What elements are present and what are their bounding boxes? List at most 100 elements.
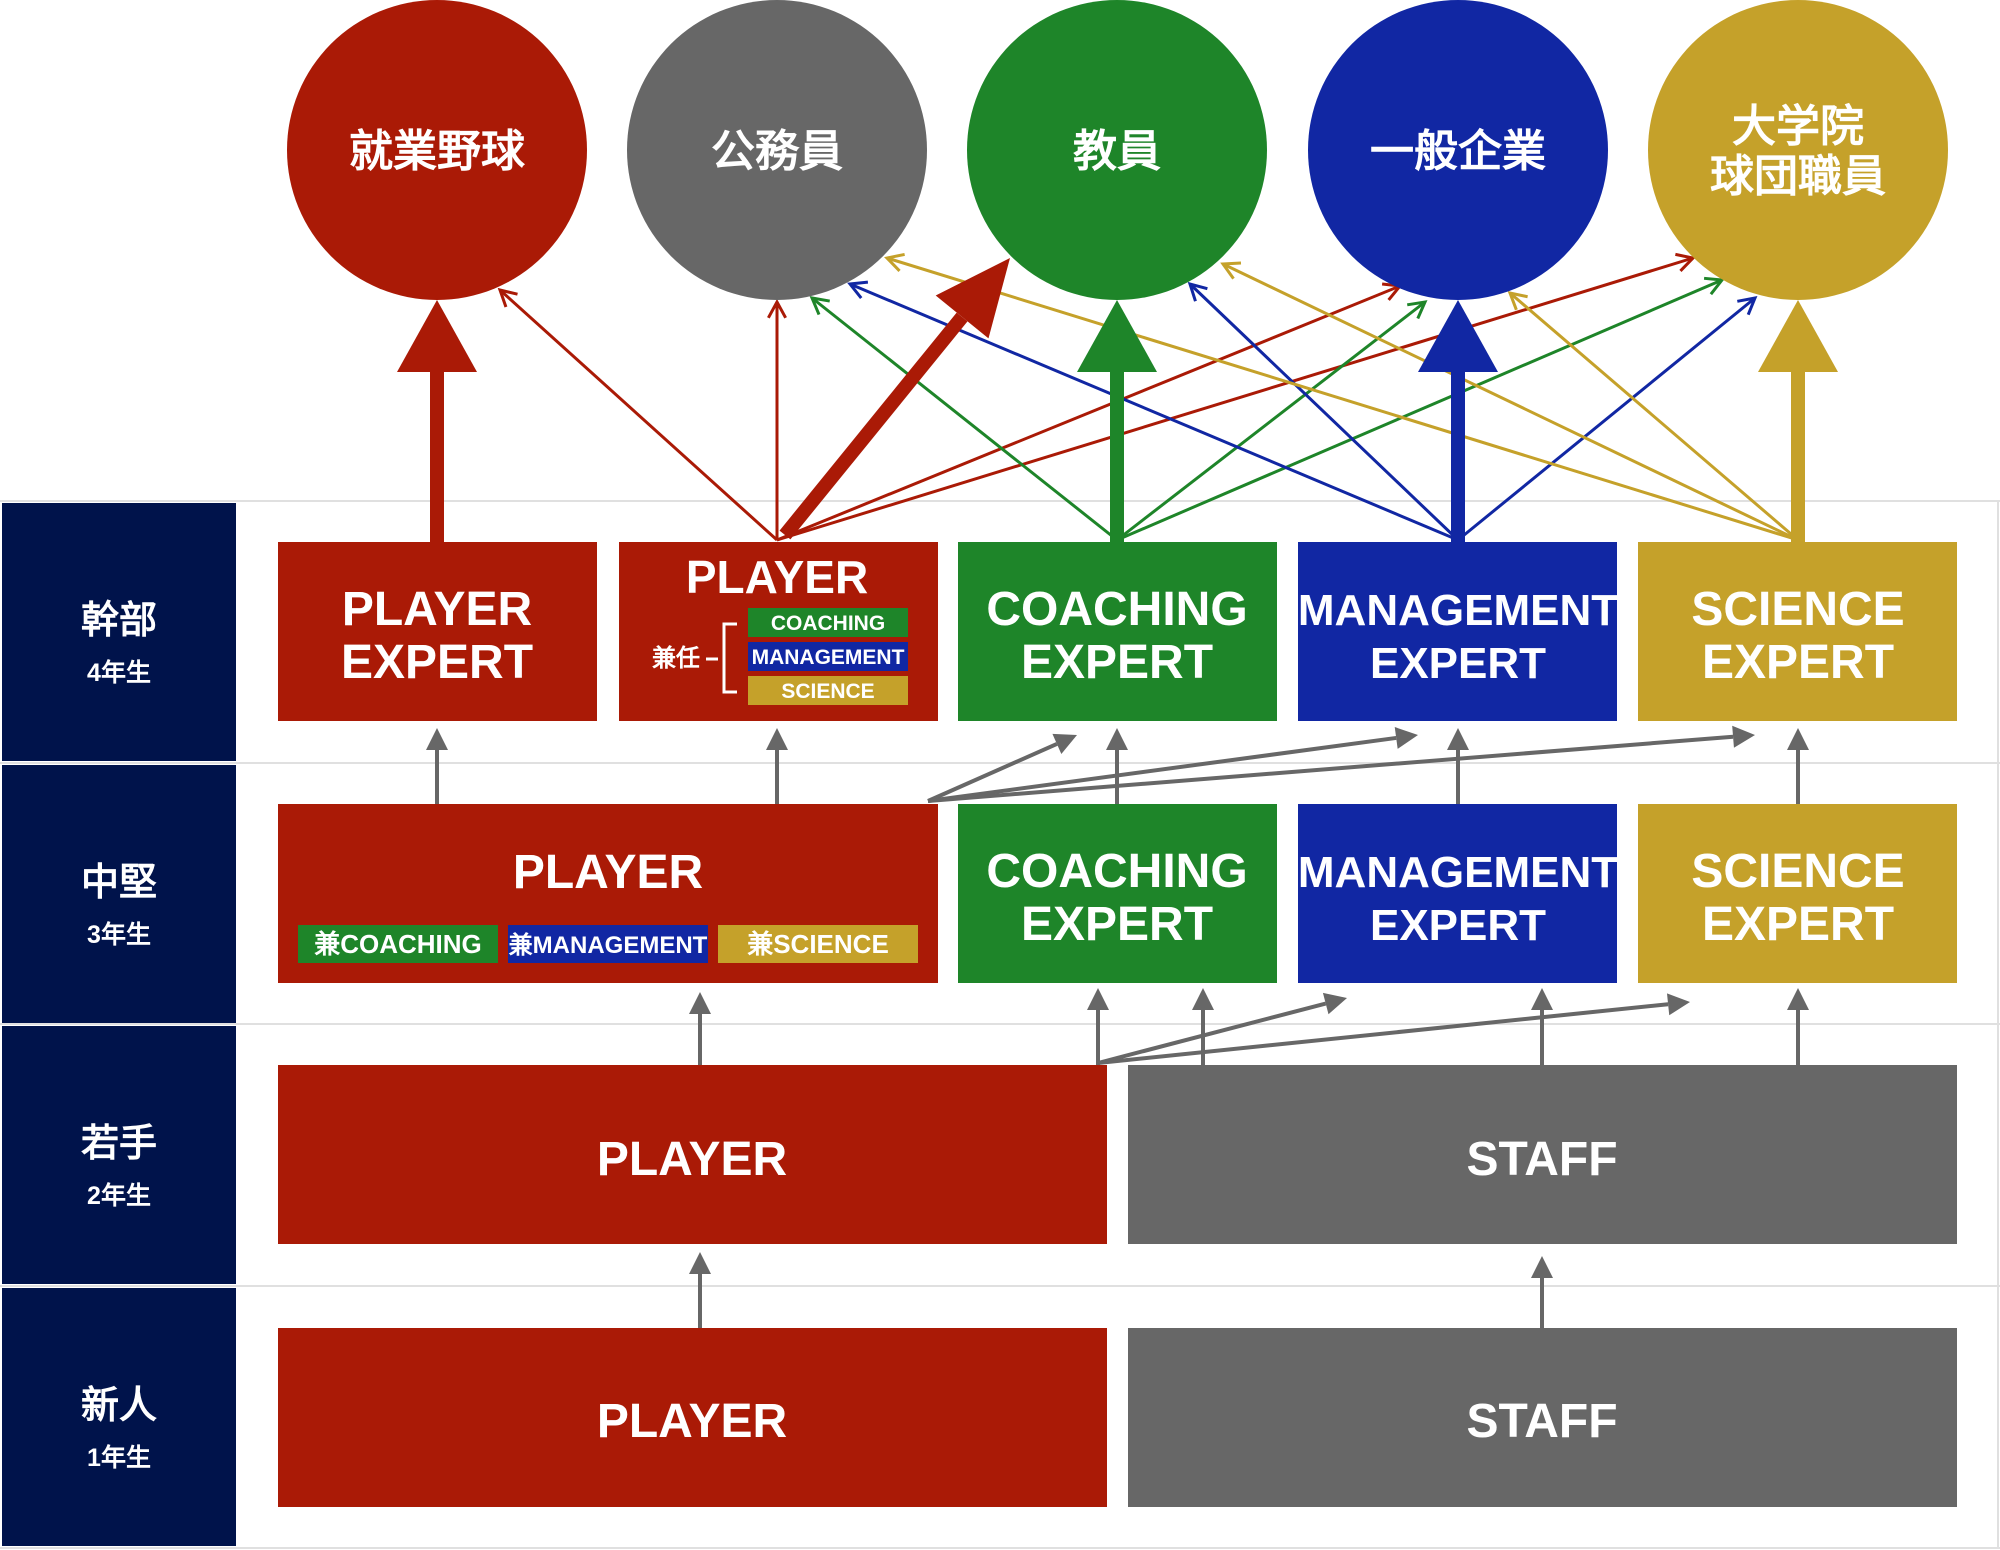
sidebar-row [2,1288,236,1546]
arrowhead-icon [1394,727,1418,749]
coaching-expert-box-3 [958,804,1277,983]
arrowhead-icon [766,728,788,750]
player-expert-box [278,542,597,721]
staff-box-1 [1128,1328,1957,1507]
row-title: 若手 [81,1123,157,1165]
arrowhead-icon [1507,290,1528,311]
arrowhead-icon [497,287,518,308]
arrowhead-icon [397,300,477,372]
career-arrow [886,256,1799,542]
arrowhead-icon [847,280,869,300]
arrowhead-icon [1737,296,1758,316]
tag-coaching-label: COACHING [771,612,885,635]
grid-lines [0,500,2000,1549]
row-2-boxes: PLAYER STAFF [278,1065,1957,1244]
main-career-arrow [779,312,968,540]
management-expert-box-4 [1298,542,1617,721]
promotion-arrows [426,725,1809,1328]
promotion-arrow [1097,1001,1327,1065]
career-arrow [1509,291,1799,542]
row-title: 中堅 [81,862,157,904]
row-3-boxes: PLAYER 兼COACHING 兼MANAGEMENT 兼SCIENCE CO… [278,804,1957,983]
arrowhead-icon [935,258,1010,339]
career-arrow [498,288,779,542]
career-label: 一般企業 [1370,127,1546,176]
science-expert-box-4 [1638,542,1957,721]
arrowhead-icon [1675,252,1696,272]
career-destinations: 就業野球公務員教員一般企業大学院球団職員 [287,0,1948,300]
career-arrow [1457,296,1756,542]
career-circle-teacher [967,0,1267,300]
tag-management [748,642,908,671]
bracket-icon [706,622,737,694]
arrowhead-icon [1758,300,1838,372]
career-arrow [811,296,1118,542]
promotion-arrow [927,742,1058,803]
row-1-boxes: PLAYER STAFF [278,1328,1957,1507]
arrowhead-icon [1787,988,1809,1010]
tag-3-coaching [298,925,498,963]
science-expert-box-3 [1638,804,1957,983]
sidebar-row [2,765,236,1023]
arrowhead-icon [1447,728,1469,750]
arrowhead-icon [1531,1256,1553,1278]
management-expert-3-line1: MANAGEMENT [1298,848,1618,897]
arrowhead-icon [1732,725,1755,748]
tag-3-management [508,925,708,963]
staff-2-label: STAFF [1466,1133,1617,1186]
arrowhead-icon [426,728,448,750]
arrowhead-icon [1322,992,1347,1015]
science-expert-3-line2: EXPERT [1702,898,1894,951]
arrowhead-icon [1187,281,1208,302]
sidebar-row [2,1026,236,1284]
career-arrow [776,284,1401,542]
management-expert-4-line2: EXPERT [1370,639,1546,688]
management-expert-4-line1: MANAGEMENT [1298,586,1618,635]
player-2-label: PLAYER [597,1133,787,1186]
player-1-label: PLAYER [597,1395,787,1448]
science-expert-4-line1: SCIENCE [1691,583,1904,636]
arrowhead-icon [1531,988,1553,1010]
career-label: 大学院 [1732,102,1864,151]
row-grade: 4年生 [87,658,151,687]
career-circle-civil [627,0,927,300]
arrowhead-icon [1666,993,1690,1016]
row-grade: 3年生 [87,920,151,949]
arrowhead-icon [1787,728,1809,750]
promotion-arrow [1097,1002,1669,1065]
career-arrow [776,256,1694,542]
career-circle-company [1308,0,1608,300]
staff-box-2 [1128,1065,1957,1244]
player-dual-title: PLAYER [686,551,868,603]
management-expert-box-3 [1298,804,1617,983]
staff-1-label: STAFF [1466,1395,1617,1448]
science-expert-3-line1: SCIENCE [1691,845,1904,898]
career-arrow [1222,262,1799,542]
row-grade: 2年生 [87,1181,151,1210]
arrowhead-icon [767,298,787,319]
career-circle-pro [287,0,587,300]
row-title: 新人 [81,1385,157,1427]
coaching-expert-4-line2: EXPERT [1021,636,1213,689]
arrowhead-icon [1192,988,1214,1010]
arrowhead-icon [1087,988,1109,1010]
tag-management-label: MANAGEMENT [752,646,905,669]
coaching-expert-3-line2: EXPERT [1021,898,1213,951]
management-expert-3-line2: EXPERT [1370,901,1546,950]
arrowhead-icon [884,252,905,272]
promotion-arrow [927,735,1397,803]
player-box-2 [278,1065,1107,1244]
arrowhead-icon [689,992,711,1014]
career-label: 就業野球 [349,127,526,176]
promotion-arrow [927,734,1734,803]
tag-3-science [718,925,918,963]
